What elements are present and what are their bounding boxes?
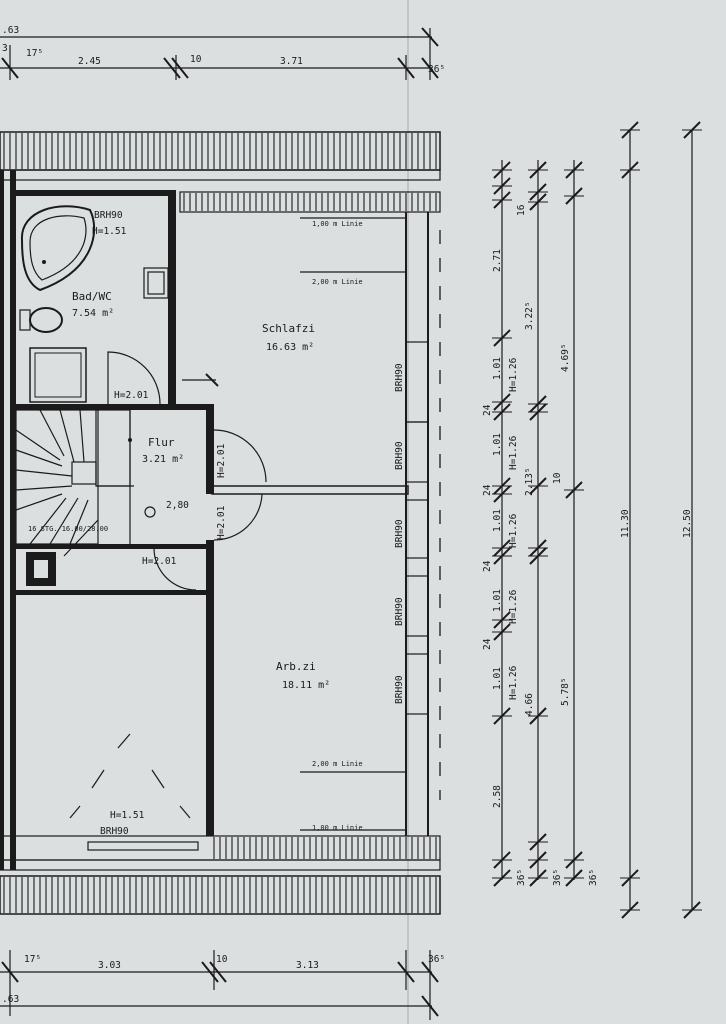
dim-right-c1-11: 36⁵ [516,869,527,886]
bathtub [20,205,96,292]
room-area-arbzi: 18.11 m² [282,680,330,691]
room-name-schlafzi: Schlafzi [262,322,315,335]
annotations: BRH90 H=1.51 H=2.01 2,80 16 STG. 16.00/2… [28,210,406,837]
toilet [19,307,63,333]
dim-top-right: 36⁵ [428,64,445,75]
window-label-3: BRH90 [394,519,405,548]
dim-top-left: 3 [2,43,8,54]
dim-right-c1-0: 2.58 [492,785,503,808]
dim-top-room: 3.71 [280,56,303,67]
line-1m-top: 1,00 m Linie [312,220,363,228]
loft-lines [69,733,199,851]
dim-top-wall: 10 [190,54,202,65]
dim-right-c2-3: H=1.26 [508,513,519,548]
dim-bottom-right: 36⁵ [428,954,445,965]
dim-right-total-outer: 12.50 [682,509,693,538]
loft-height-label: H=1.51 [110,810,145,821]
line-1m-bottom: 1,00 m Linie [312,824,363,832]
roof-eave-top [0,131,441,213]
loft-door-height: H=2.01 [142,556,177,567]
bath-parapet-label: BRH90 [94,210,123,221]
door-height-flur-top: H=2.01 [216,443,227,478]
dim-right-c3-3: 36⁵ [588,869,599,886]
window-label-2: BRH90 [394,441,405,470]
door-height-flur-bottom: H=2.01 [216,505,227,540]
dim-top-bath: 2.45 [78,56,101,67]
room-area-schlafzi: 16.63 m² [266,342,314,353]
dim-right-c1-5: 1.01 [492,509,503,532]
walls [0,170,429,870]
dim-right-c2-7: 3.22⁵ [524,301,535,330]
room-name-bad: Bad/WC [72,290,112,303]
dim-right-c1-7: 1.01 [492,433,503,456]
dim-right-c3-2: 4.69⁵ [560,343,571,372]
dim-top-total: .63 [2,25,19,36]
bottom-dimensions: 17⁵ 3.03 10 3.13 36⁵ .63 [0,950,445,1020]
dim-right-c2-5: H=1.26 [508,357,519,392]
bath-height-label: H=1.51 [92,226,127,237]
dim-right-c2-6: 2.13⁵ [524,467,535,496]
window-strip [405,230,441,800]
right-dimensions: 2.58 1.01 24 1.01 24 1.01 24 1.01 24 1.01 2.71 36⁵ 4… [482,121,702,919]
dim-right-c2-8: 16 [516,204,527,216]
dim-bottom-room: 3.13 [296,960,319,971]
room-area-flur: 3.21 m² [142,454,184,465]
dim-right-c3-0: 5.78⁵ [560,677,571,706]
vertical-labels: H=2.01 H=2.01 BRH90 BRH90 BRH90 BRH90 BR… [216,363,405,704]
dim-right-c3-1: 10 [552,472,563,484]
dim-right-c2-9: 36⁵ [552,869,563,886]
window-label-1: BRH90 [394,363,405,392]
line-2m-top: 2,00 m Linie [312,278,363,286]
dim-bottom-edge: 17⁵ [24,954,41,965]
window-label-5: BRH90 [394,675,405,704]
dim-right-c2-0: 4.66 [524,693,535,716]
room-name-flur: Flur [148,436,175,449]
top-dimensions: .63 3 17⁵ 2.45 10 3.71 36⁵ [0,25,445,80]
dim-right-c1-10: 2.71 [492,249,503,272]
dim-bottom-loft: 3.03 [98,960,121,971]
door-swings [107,351,267,591]
dim-right-c2-4: H=1.26 [508,435,519,470]
staircase [15,409,156,557]
roof-eave-bottom [0,835,441,915]
dim-bottom-wall: 10 [216,954,228,965]
dim-right-c2-2: H=1.26 [508,589,519,624]
room-labels: Bad/WC 7.54 m² Schlafzi 16.63 m² Flur 3.… [72,290,330,691]
loft-parapet-label: BRH90 [100,826,129,837]
dim-top-edge: 17⁵ [26,48,43,59]
room-name-arbzi: Arb.zi [276,660,316,673]
line-2m-bottom: 2,00 m Linie [312,760,363,768]
dim-right-c1-3: 1.01 [492,589,503,612]
dim-right-c1-2: 24 [482,638,493,650]
dim-right-c2-1: H=1.26 [508,665,519,700]
dim-right-c1-6: 24 [482,484,493,496]
room-area-bad: 7.54 m² [72,308,114,319]
stair-note: 16 STG. 16.00/28.00 [28,525,108,533]
dim-right-c1-8: 24 [482,404,493,416]
dim-right-total-inner: 11.30 [620,509,631,538]
dim-right-c1-4: 24 [482,560,493,572]
dim-right-c1-9: 1.01 [492,357,503,380]
stair-height-label: 2,80 [166,500,189,511]
dim-bottom-total: .63 [2,994,19,1005]
washbasin [143,267,169,299]
window-label-4: BRH90 [394,597,405,626]
stair-door-height: H=2.01 [114,390,149,401]
dim-right-c1-1: 1.01 [492,667,503,690]
